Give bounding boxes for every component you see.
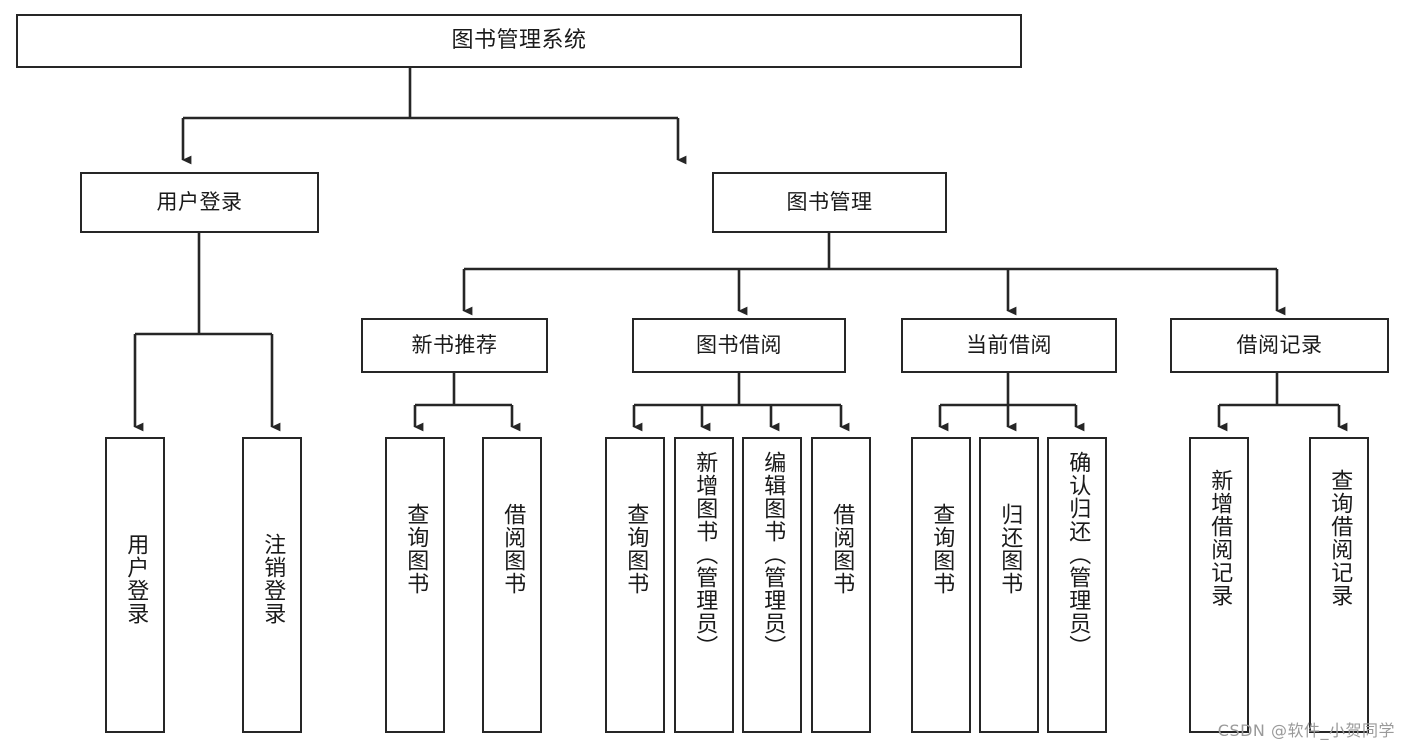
node-label: 查询图书: [623, 503, 649, 595]
node-new-book-recommend[interactable]: 新书推荐: [361, 318, 548, 373]
connector-current-borrow-to-leaves: [938, 373, 1085, 432]
node-label: 新增借阅记录: [1207, 469, 1233, 607]
node-label: 借阅记录: [1236, 333, 1323, 358]
node-label: 新书推荐: [411, 333, 498, 358]
connector-book-manage-to-level2: [462, 233, 1286, 316]
node-label: 查询借阅记录: [1327, 469, 1353, 607]
connector-new-book-to-leaves: [413, 373, 521, 432]
node-book-borrow[interactable]: 图书借阅: [632, 318, 846, 373]
leaf-current-return-book[interactable]: 归还图书: [979, 437, 1039, 733]
leaf-recommend-borrow-book[interactable]: 借阅图书: [482, 437, 542, 733]
leaf-user-logout[interactable]: 注销登录: [242, 437, 302, 733]
node-label: 编辑图书（管理员）: [760, 451, 786, 658]
node-label: 图书管理系统: [451, 28, 587, 54]
node-user-login[interactable]: 用户登录: [80, 172, 319, 233]
leaf-borrow-borrow-book[interactable]: 借阅图书: [811, 437, 871, 733]
connector-user-login-to-leaves: [133, 233, 281, 432]
leaf-record-query-record[interactable]: 查询借阅记录: [1309, 437, 1369, 733]
csdn-watermark: CSDN @软件_小贺同学: [1217, 721, 1395, 740]
node-label: 归还图书: [997, 503, 1023, 595]
node-label: 确认归还（管理员）: [1065, 451, 1091, 658]
node-label: 查询图书: [929, 503, 955, 595]
leaf-recommend-query-book[interactable]: 查询图书: [385, 437, 445, 733]
leaf-current-confirm-return-admin[interactable]: 确认归还（管理员）: [1047, 437, 1107, 733]
node-label: 图书管理: [786, 190, 873, 215]
leaf-record-add-record[interactable]: 新增借阅记录: [1189, 437, 1249, 733]
connector-root-to-level1: [181, 68, 687, 165]
node-label: 查询图书: [403, 503, 429, 595]
node-label: 图书借阅: [696, 333, 782, 358]
node-label: 当前借阅: [966, 333, 1052, 358]
node-root-system[interactable]: 图书管理系统: [16, 14, 1022, 68]
leaf-user-login-query[interactable]: 用户登录: [105, 437, 165, 733]
connector-borrow-record-to-leaves: [1217, 373, 1348, 432]
leaf-borrow-query-book[interactable]: 查询图书: [605, 437, 665, 733]
node-label: 新增图书（管理员）: [692, 451, 718, 658]
node-borrow-record[interactable]: 借阅记录: [1170, 318, 1389, 373]
node-label: 用户登录: [123, 533, 149, 625]
node-label: 注销登录: [260, 533, 286, 625]
node-label: 用户登录: [156, 190, 243, 215]
leaf-borrow-add-book-admin[interactable]: 新增图书（管理员）: [674, 437, 734, 733]
node-label: 借阅图书: [500, 503, 526, 595]
node-label: 借阅图书: [829, 503, 855, 595]
leaf-borrow-edit-book-admin[interactable]: 编辑图书（管理员）: [742, 437, 802, 733]
node-current-borrow[interactable]: 当前借阅: [901, 318, 1117, 373]
leaf-current-query-book[interactable]: 查询图书: [911, 437, 971, 733]
connector-book-borrow-to-leaves: [632, 373, 850, 432]
node-book-manage[interactable]: 图书管理: [712, 172, 947, 233]
